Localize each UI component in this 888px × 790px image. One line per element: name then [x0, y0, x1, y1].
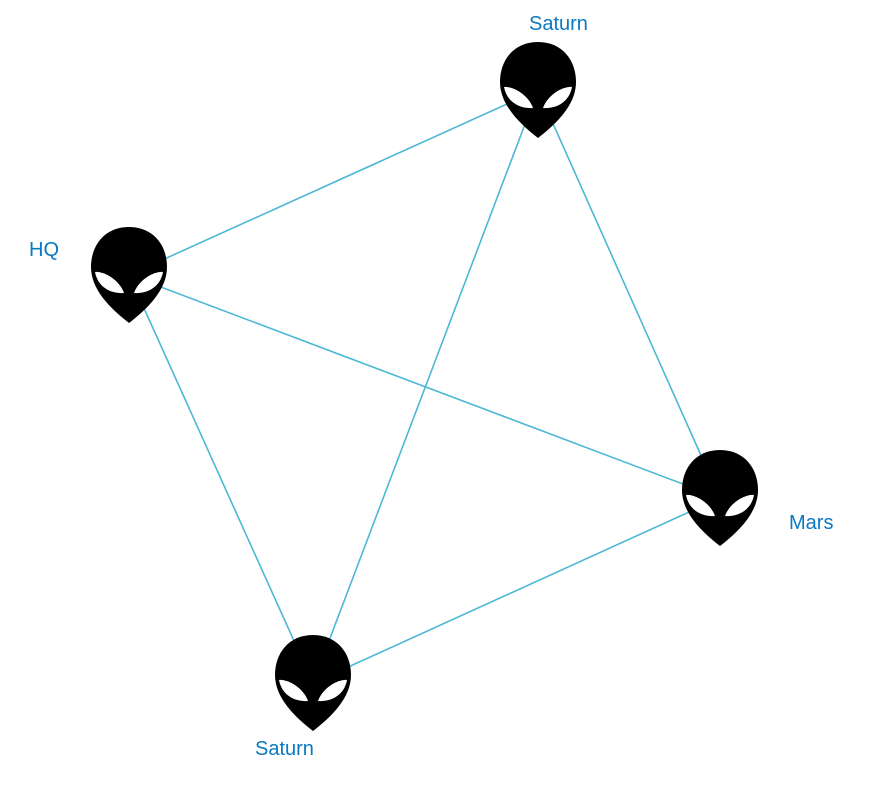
- alien-head-icon[interactable]: [275, 635, 351, 731]
- alien-head-icon[interactable]: [91, 227, 167, 323]
- node-label-mars: Mars: [789, 512, 834, 534]
- edge-saturn-top-mars: [537, 89, 721, 499]
- edge-hq-mars: [128, 274, 721, 499]
- node-label-hq: HQ: [29, 239, 59, 261]
- edges-layer: [128, 89, 721, 684]
- alien-head-icon[interactable]: [682, 450, 758, 546]
- edge-mars-saturn-bottom: [312, 497, 721, 684]
- edge-hq-saturn-top: [128, 89, 539, 276]
- edge-hq-saturn-bottom: [128, 274, 314, 684]
- node-label-saturn-bottom: Saturn: [255, 738, 314, 760]
- alien-head-icon[interactable]: [500, 42, 576, 138]
- node-label-saturn-top: Saturn: [529, 13, 588, 35]
- edge-saturn-top-saturn-bottom: [312, 89, 539, 684]
